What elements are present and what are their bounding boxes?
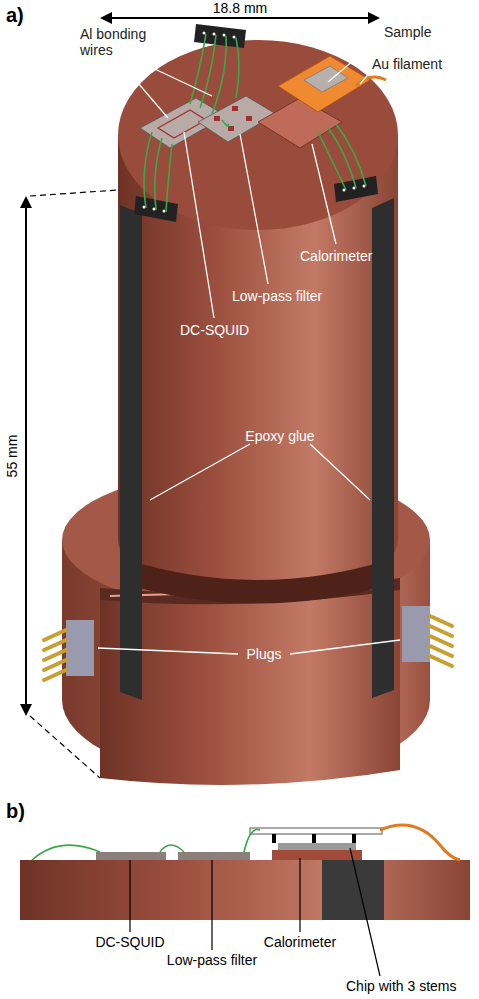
panel-letter: b) xyxy=(6,800,25,822)
part-label: Au filament xyxy=(372,56,442,72)
bonding-wires xyxy=(144,34,366,212)
part-label: Low-pass filter xyxy=(232,288,322,304)
part-label: Low-pass filter xyxy=(167,952,257,968)
part-label: DC-SQUID xyxy=(95,934,164,950)
part-label: Calorimeter xyxy=(300,248,372,264)
au-filament xyxy=(356,77,386,86)
part-label: Chip with 3 stems xyxy=(346,978,456,994)
part-label: DC-SQUID xyxy=(180,322,249,338)
leader-lines-b xyxy=(130,848,380,976)
panel-letter: a) xyxy=(6,4,24,26)
part-label: Sample xyxy=(384,24,431,40)
plugs xyxy=(44,606,452,680)
part-label: Plugs xyxy=(246,646,281,662)
part-label: Epoxy glue xyxy=(245,428,314,444)
cross-section xyxy=(20,825,470,920)
part-label: Al bonding wires xyxy=(80,26,170,58)
dimension-label: 18.8 mm xyxy=(213,0,267,16)
leader-lines xyxy=(98,38,400,654)
epoxy-strips xyxy=(120,198,394,700)
connector-blocks xyxy=(134,24,378,222)
part-label: Calorimeter xyxy=(264,934,336,950)
cylinder-top xyxy=(118,40,398,604)
dimension-label: 55 mm xyxy=(4,435,20,478)
chips xyxy=(140,56,370,148)
